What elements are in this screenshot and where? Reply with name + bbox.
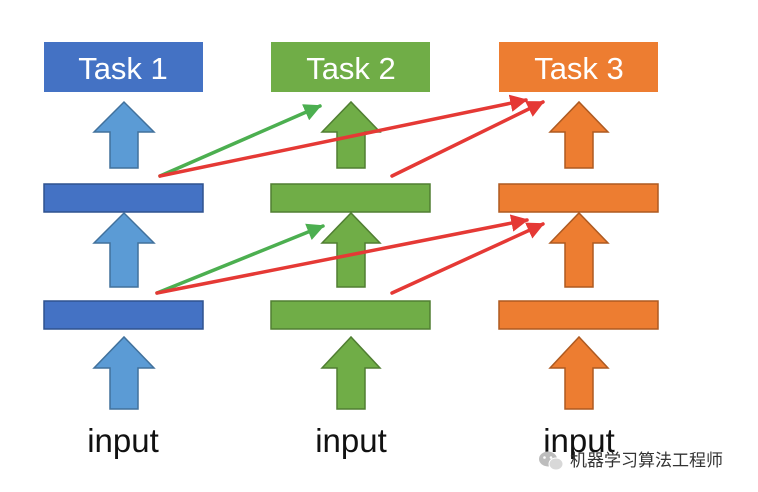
connection-layer1-task1-to-task2 (155, 223, 325, 295)
task-3-label: Task 3 (534, 51, 624, 86)
task-3-shared-layer-2 (498, 183, 659, 213)
task-2-shared-layer-2 (270, 183, 431, 213)
task-1-up-arrow-middle (92, 211, 156, 288)
task-1-box (44, 42, 203, 92)
task-3-input-arrow (548, 335, 610, 410)
task-1-shared-layer-2 (43, 183, 204, 213)
task-2-input-arrow (320, 335, 382, 410)
task-3-shared-layer-1 (498, 300, 659, 330)
task-3-box (499, 42, 658, 92)
connection-layer1-task2-to-task3 (390, 222, 545, 295)
column-task-1: Task 1 input (43, 42, 204, 459)
connection-layer2-task1-to-task2 (158, 104, 322, 178)
column-task-2: Task 2 input (270, 42, 431, 459)
task-1-shared-layer-1 (43, 300, 204, 330)
wechat-icon (539, 451, 564, 471)
task-2-up-arrow-middle (320, 211, 382, 288)
connection-layer2-task1-to-task3 (158, 94, 528, 178)
connections (155, 94, 545, 295)
task-2-label: Task 2 (306, 51, 396, 86)
task-2-input-label: input (315, 422, 387, 459)
task-2-box (271, 42, 430, 92)
task-1-input-arrow (92, 335, 156, 410)
task-1-up-arrow-top (92, 100, 156, 169)
task-1-input-label: input (87, 422, 159, 459)
task-3-up-arrow-top (548, 100, 610, 169)
task-3-input-label: input (543, 422, 615, 459)
task-1-label: Task 1 (78, 51, 168, 86)
connection-layer2-task2-to-task3 (390, 100, 545, 178)
task-2-shared-layer-1 (270, 300, 431, 330)
column-task-3: Task 3 input (498, 42, 659, 459)
watermark-text: 机器学习算法工程师 (570, 451, 723, 471)
task-3-up-arrow-middle (548, 211, 610, 288)
watermark: 机器学习算法工程师 (539, 451, 723, 471)
connection-layer1-task1-to-task3 (155, 214, 529, 295)
